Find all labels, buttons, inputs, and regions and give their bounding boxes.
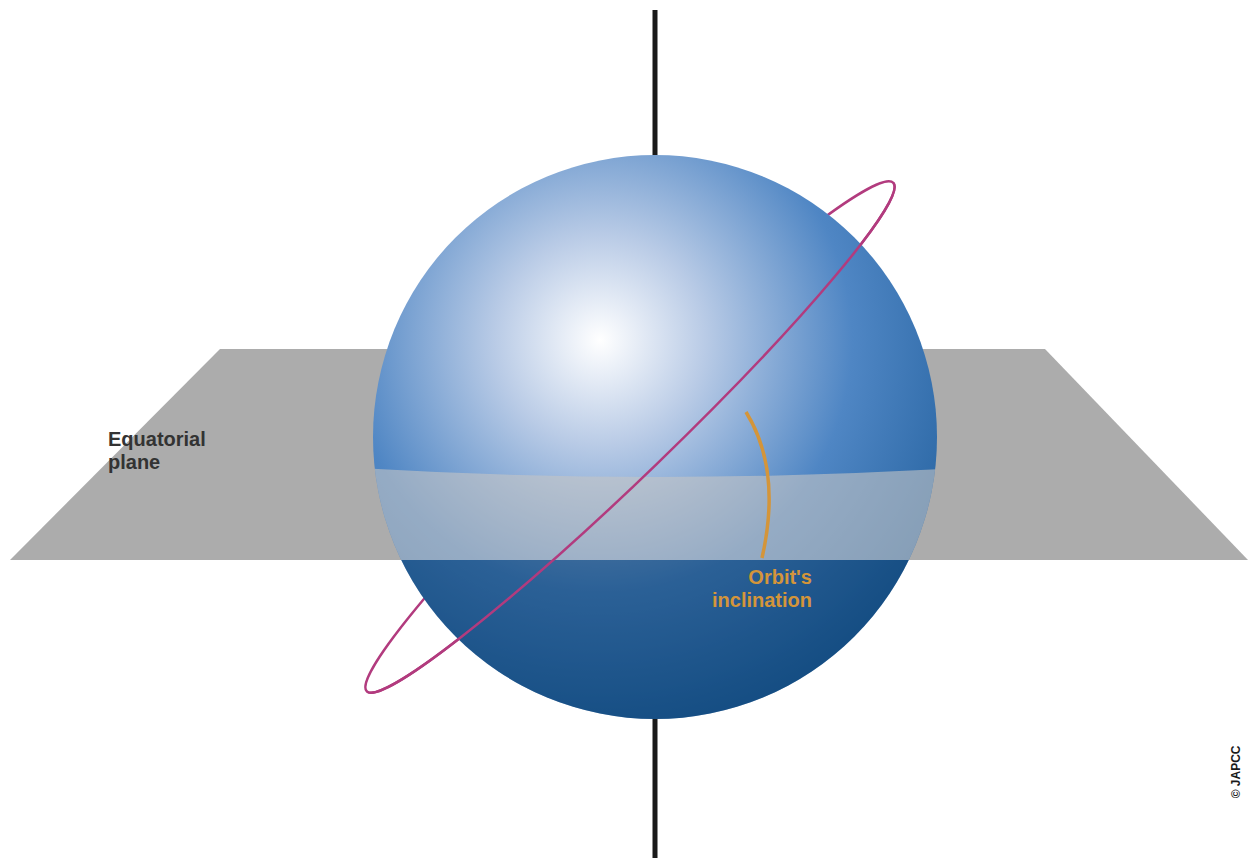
copyright-note: © JAPCC <box>1229 746 1243 799</box>
orbit-front <box>367 183 920 719</box>
inclination-label: Orbit's inclination <box>690 566 812 612</box>
inclination-arc <box>746 412 769 558</box>
plane-front-band <box>360 468 960 560</box>
plane-label: Equatorial plane <box>108 428 248 474</box>
